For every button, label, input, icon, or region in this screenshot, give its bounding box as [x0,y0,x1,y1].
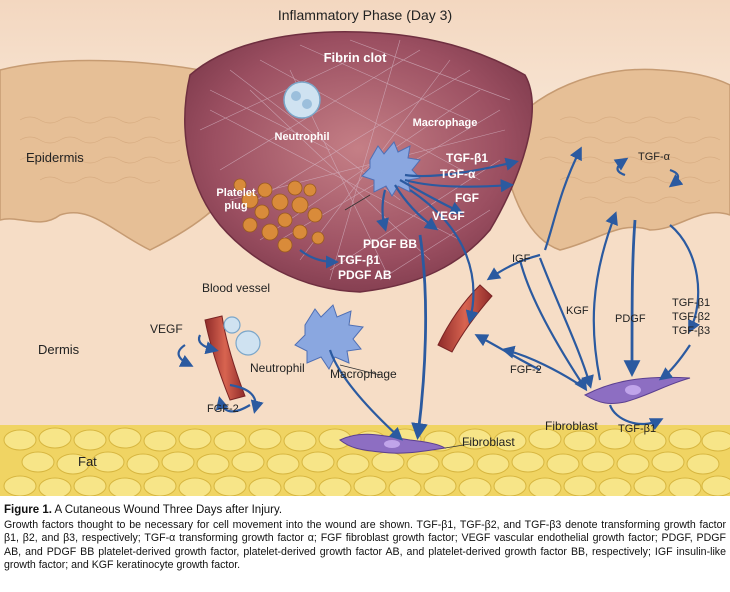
dermis-neutrophil-cell [223,316,261,356]
tgfb1-clot-label: TGF-β1 [446,151,488,165]
caption-figure-label: Figure 1. [4,504,52,516]
blood-vessel-center [437,284,493,353]
platelet-label-line2: plug [224,200,247,212]
caption-body: Growth factors thought to be necessary f… [4,519,726,572]
kgf-label: KGF [566,305,589,317]
clot-macrophage-label: Macrophage [413,117,478,129]
dermis-macrophage-cell [294,304,364,370]
caption-title: Figure 1. A Cutaneous Wound Three Days a… [4,504,726,516]
fibroblast-bottom-label: Fibroblast [462,435,515,449]
pointer-lines [339,194,471,449]
clot-neutrophil-label: Neutrophil [275,131,330,143]
wound-illustration: Inflammatory Phase (Day 3) Epidermis Der… [0,0,730,496]
epidermis-label: Epidermis [26,150,84,165]
fibroblast-right-nucleus [625,385,641,395]
tgfb3-right-label: TGF-β3 [672,325,710,337]
fibroblast-bottom-nucleus [384,440,400,448]
diagram-title: Inflammatory Phase (Day 3) [278,7,452,23]
platelet-pdgfab-label: PDGF AB [338,268,392,282]
tgfb1-right-label: TGF-β1 [672,297,710,309]
dermis-neutrophil-label: Neutrophil [250,361,305,375]
pdgfbb-label: PDGF BB [363,237,417,251]
fibroblast-right-label: Fibroblast [545,419,598,433]
platelet-label-line1: Platelet [216,187,255,199]
platelet-tgfb1-label: TGF-β1 [338,253,380,267]
fat-label: Fat [78,454,97,469]
fgf2-left-label: FGF-2 [207,403,239,415]
dermis-macrophage-label: Macrophage [330,367,397,381]
epidermis-texture [19,116,721,204]
fibrin-strands [199,39,511,281]
fgf-clot-label: FGF [455,191,479,205]
signal-arrows [177,146,701,441]
blood-vessel-label: Blood vessel [202,281,270,295]
clot-neutrophil-cell [283,81,321,119]
dermis-label: Dermis [38,342,80,357]
platelet-plug [233,178,325,253]
caption-figure-title: A Cutaneous Wound Three Days after Injur… [51,504,283,516]
fibrin-clot-label: Fibrin clot [324,50,388,65]
fat-cells [3,427,730,496]
tgfb2-right-label: TGF-β2 [672,311,710,323]
tgfa-clot-label: TGF-α [440,167,476,181]
igf-label: IGF [512,253,531,265]
tgfa-epidermis-label: TGF-α [638,151,671,163]
pdgf-label: PDGF [615,313,646,325]
figure-caption: Figure 1. A Cutaneous Wound Three Days a… [4,504,726,573]
vegf-left-label: VEGF [150,322,183,336]
tgfb1-fibroblast-label: TGF-β1 [618,423,656,435]
vegf-clot-label: VEGF [432,209,465,223]
fgf2-right-label: FGF-2 [510,364,542,376]
